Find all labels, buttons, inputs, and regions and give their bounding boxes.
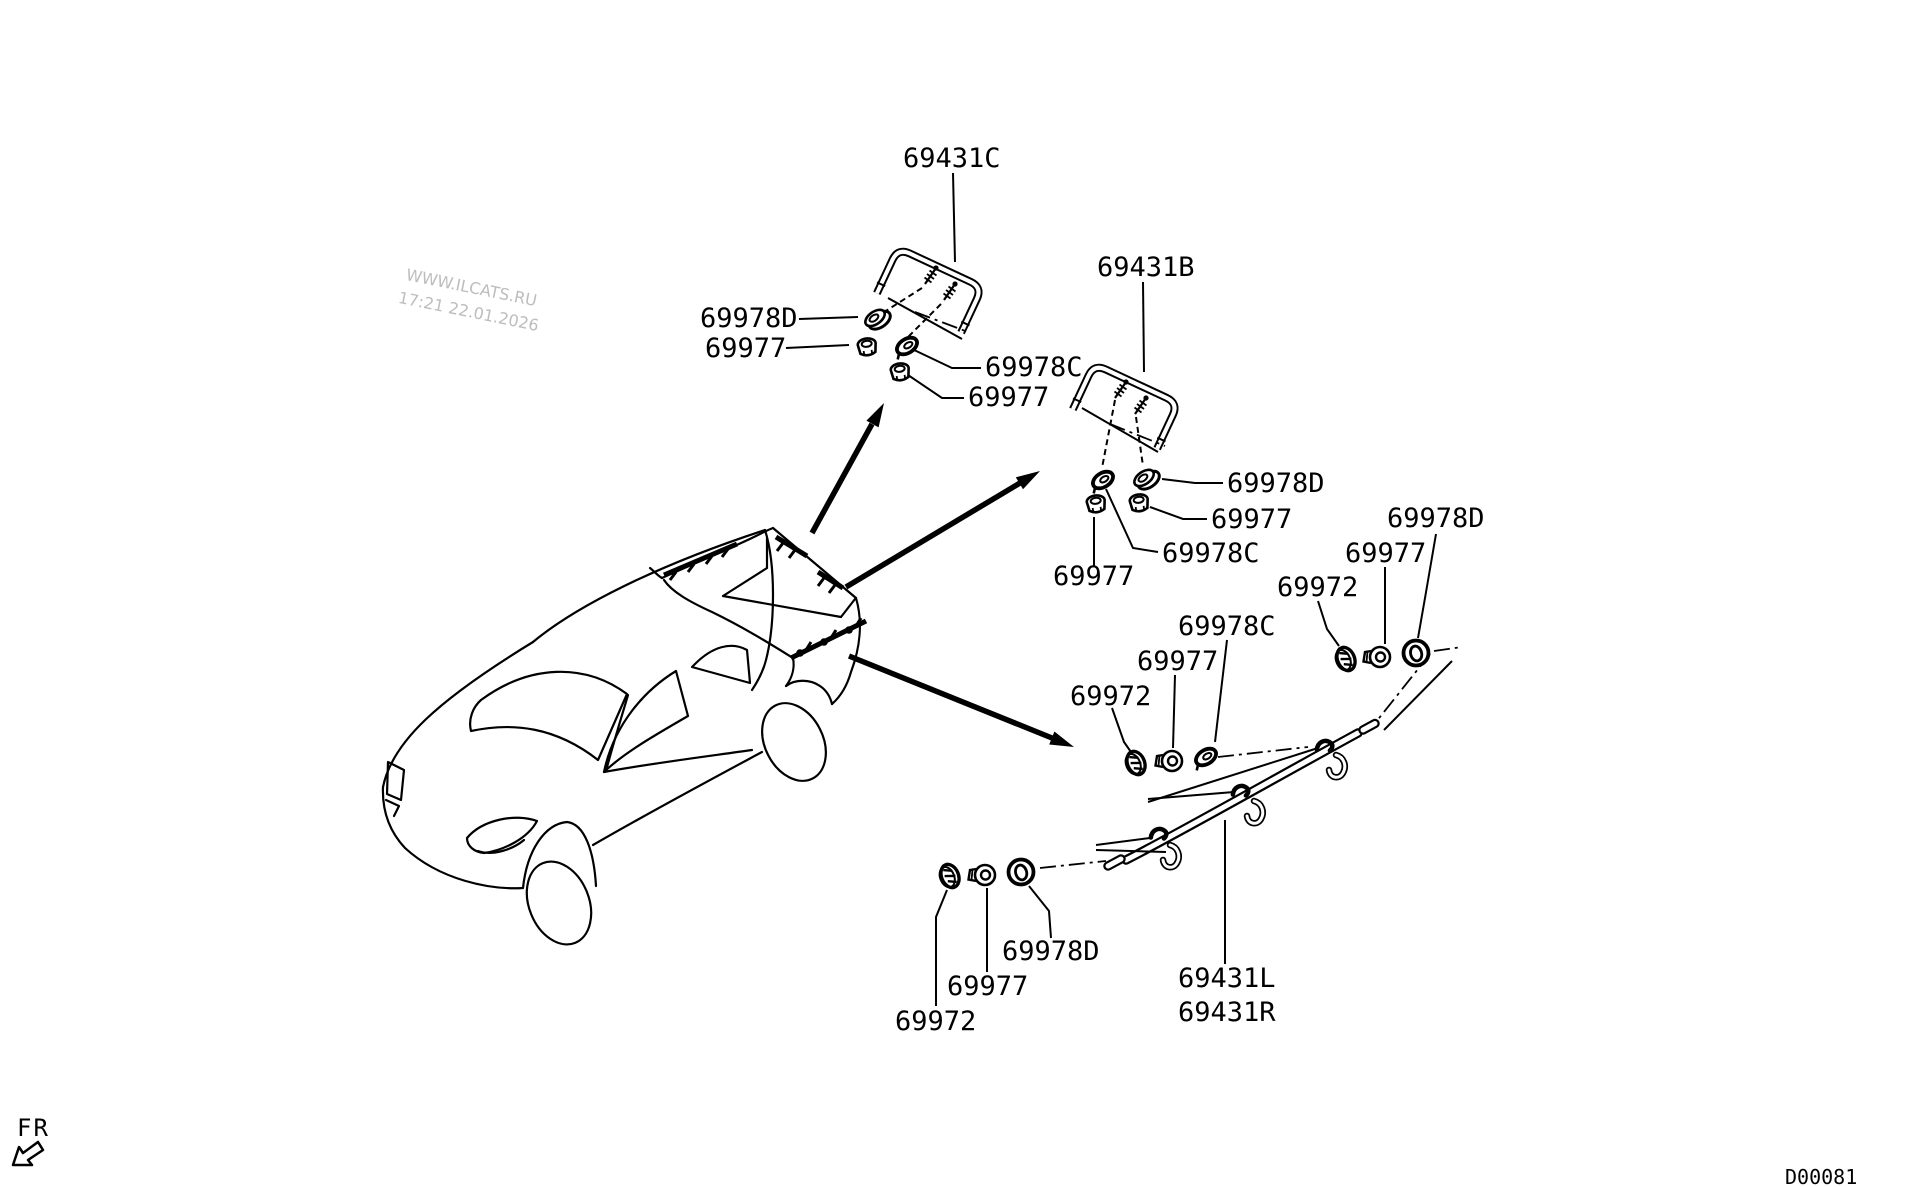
part-label-69977-top-a: 69977 <box>705 333 786 364</box>
fastener-cluster-right <box>1330 638 1431 676</box>
part-label-69431c: 69431C <box>903 143 1001 174</box>
rail-hook-icon <box>1163 845 1179 867</box>
bed-rail-marks <box>663 534 868 661</box>
part-label-69977-bottom: 69977 <box>947 971 1028 1002</box>
nut-69977-icon <box>1084 493 1108 516</box>
leader-lines <box>785 172 1437 1006</box>
front-arrow-icon <box>11 1140 45 1167</box>
part-label-69972-bottom: 69972 <box>895 1006 976 1037</box>
clip-69978c-icon <box>888 332 922 362</box>
part-label-69977-right: 69977 <box>1345 538 1426 569</box>
stud-icon <box>923 264 940 286</box>
part-label-69978d-b: 69978D <box>1227 468 1325 499</box>
nut-69977-icon <box>1362 645 1392 669</box>
side-rail-69431-assembly <box>1039 646 1463 871</box>
part-label-69431b: 69431B <box>1097 252 1195 283</box>
nut-69977-icon <box>1127 492 1151 515</box>
bracket-69431c-assembly <box>855 246 986 384</box>
part-label-69978c-top: 69978C <box>985 352 1083 383</box>
part-label-69977-b-a: 69977 <box>1053 561 1134 592</box>
nut-69977-icon <box>855 336 879 359</box>
stud-icon <box>1113 378 1130 400</box>
arrow-head-1 <box>866 403 884 428</box>
fastener-cluster-middle <box>1120 743 1221 780</box>
grommet-69978d-icon <box>1006 857 1036 887</box>
part-label-69972-mid: 69972 <box>1070 681 1151 712</box>
part-label-69978d-bottom: 69978D <box>1002 936 1100 967</box>
stud-icon <box>1133 394 1150 416</box>
hoop-bracket-69431b <box>1069 362 1183 450</box>
part-label-69431l: 69431L <box>1178 963 1276 994</box>
nut-69977-icon <box>888 361 912 384</box>
part-number-labels: 69431C 69431B 69978D 69977 69978C 69977 … <box>700 143 1485 1037</box>
part-label-69977-b-b: 69977 <box>1211 504 1292 535</box>
stud-icon <box>942 280 959 302</box>
arrow-head-3 <box>1049 731 1074 747</box>
fastener-cluster-bottom <box>934 857 1036 893</box>
plug-69972-icon <box>1120 746 1151 780</box>
part-label-69978d-top: 69978D <box>700 303 798 334</box>
fr-label: FR <box>17 1114 50 1142</box>
part-label-69977-top-b: 69977 <box>968 382 1049 413</box>
drawing-code: D00081 <box>1785 1165 1857 1187</box>
nut-69977-icon <box>1154 749 1184 773</box>
clip-69978c-icon <box>1187 743 1221 773</box>
watermark: WWW.ILCATS.RU 17:21 22.01.2026 <box>397 265 541 335</box>
clip-69978c-icon <box>1084 466 1118 496</box>
part-label-69978c-mid: 69978C <box>1178 611 1276 642</box>
plug-69972-icon <box>1330 642 1361 676</box>
grommet-69978d-icon <box>1401 638 1431 668</box>
grommet-69978d-icon <box>1129 463 1165 496</box>
part-label-69972-right: 69972 <box>1277 572 1358 603</box>
part-label-69978d-right: 69978D <box>1387 503 1485 534</box>
part-label-69431r: 69431R <box>1178 997 1276 1028</box>
bracket-69431b-assembly <box>1069 362 1183 516</box>
rail-hook-icon <box>1329 755 1345 777</box>
nut-69977-icon <box>967 863 997 887</box>
part-label-69978c-b: 69978C <box>1162 538 1260 569</box>
pointer-arrows <box>809 403 1074 747</box>
grommet-69978d-icon <box>860 303 896 336</box>
rail-hook-icon <box>1247 801 1263 823</box>
truck-drawing <box>381 526 868 946</box>
part-label-69977-mid: 69977 <box>1137 646 1218 677</box>
front-direction-marker: FR <box>11 1114 50 1167</box>
plug-69972-icon <box>934 859 965 893</box>
arrow-head-2 <box>1015 471 1040 490</box>
